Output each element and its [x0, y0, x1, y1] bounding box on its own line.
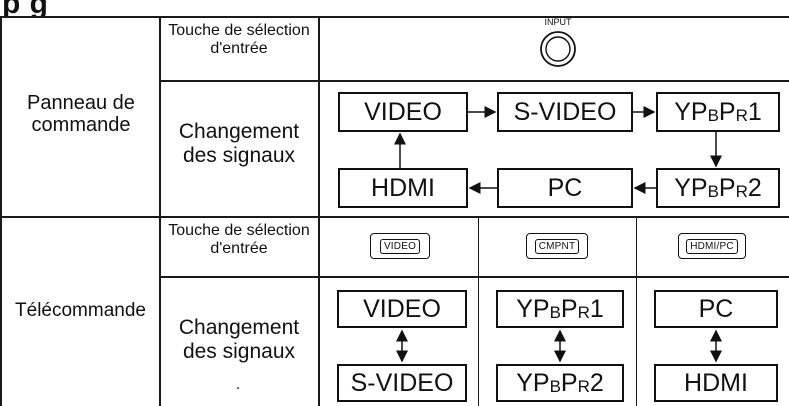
cycle-box-video: VIDEO	[338, 92, 468, 132]
grid-line-remote-col1	[478, 216, 479, 406]
grid-line-remote-row	[159, 276, 789, 278]
grid-line-remote-col2	[636, 216, 637, 406]
remote-hdmi-pc-button[interactable]: HDMI/PC	[678, 233, 746, 259]
pair-box-ypbpr1: YPBPR1	[496, 290, 624, 328]
pair-box-pc: PC	[654, 290, 778, 328]
section-heading-text: p g	[2, 0, 49, 18]
grid-line-panel-row	[159, 80, 789, 82]
pair-box-ypbpr2: YPBPR2	[496, 364, 624, 402]
cycle-box-svideo: S-VIDEO	[497, 92, 633, 132]
grid-line-section-divider	[0, 216, 789, 218]
remote-cmpnt-button[interactable]: CMPNT	[526, 233, 588, 259]
remote-video-button[interactable]: VIDEO	[370, 233, 430, 259]
panel-group-label: Panneau de commande	[27, 92, 135, 137]
stray-mark: .	[235, 376, 241, 393]
pair-box-svideo: S-VIDEO	[337, 364, 467, 402]
cycle-box-ypbpr1: YPBPR1	[656, 92, 780, 132]
panel-key-label: Touche de sélection d'entrée	[168, 22, 310, 57]
panel-switch-label: Changement des signaux	[178, 120, 300, 167]
input-button-caption: INPUT	[544, 17, 572, 27]
input-knob-icon[interactable]	[538, 29, 578, 69]
remote-group-label: Télécommande	[15, 300, 146, 321]
pair-box-hdmi: HDMI	[654, 364, 778, 402]
grid-line-col1	[159, 16, 161, 406]
grid-line-col2	[318, 16, 320, 406]
section-heading-clipped: p g	[0, 0, 789, 18]
remote-switch-label: Changement des signaux	[178, 316, 300, 363]
cycle-box-hdmi: HDMI	[338, 168, 468, 208]
grid-line-top	[0, 16, 789, 18]
pair-box-video: VIDEO	[337, 290, 467, 328]
remote-key-label: Touche de sélection d'entrée	[168, 222, 310, 257]
cycle-box-pc: PC	[497, 168, 633, 208]
cycle-box-ypbpr2: YPBPR2	[656, 168, 780, 208]
grid-line-left	[0, 16, 2, 406]
